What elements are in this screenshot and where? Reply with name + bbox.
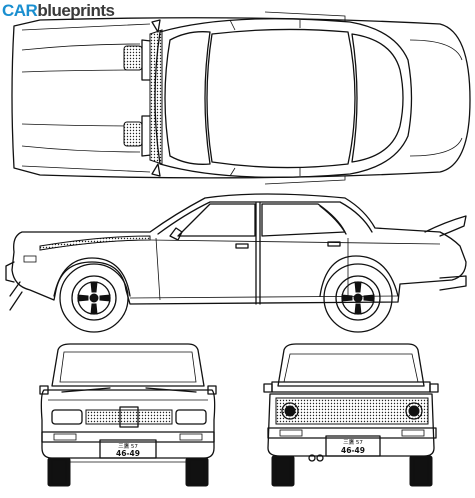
front-plate-line1: 三鷹 57 <box>118 442 138 450</box>
rear-plate-line1: 三鷹 57 <box>343 438 363 446</box>
side-view <box>5 193 467 333</box>
rear-wheel <box>323 263 393 333</box>
rear-view <box>263 343 439 487</box>
rear-plate-line2: 46-49 <box>341 446 365 455</box>
front-plate-line2: 46-49 <box>116 449 140 458</box>
top-view <box>11 11 471 185</box>
car-blueprints-logo: CARblueprints <box>2 0 115 22</box>
front-license-plate: 三鷹 57 46-49 <box>116 442 140 458</box>
logo-car-text: CAR <box>2 1 38 20</box>
logo-blueprints-text: blueprints <box>37 1 115 20</box>
front-view <box>39 343 217 487</box>
front-wheel <box>59 263 129 333</box>
rear-license-plate: 三鷹 57 46-49 <box>341 438 365 455</box>
